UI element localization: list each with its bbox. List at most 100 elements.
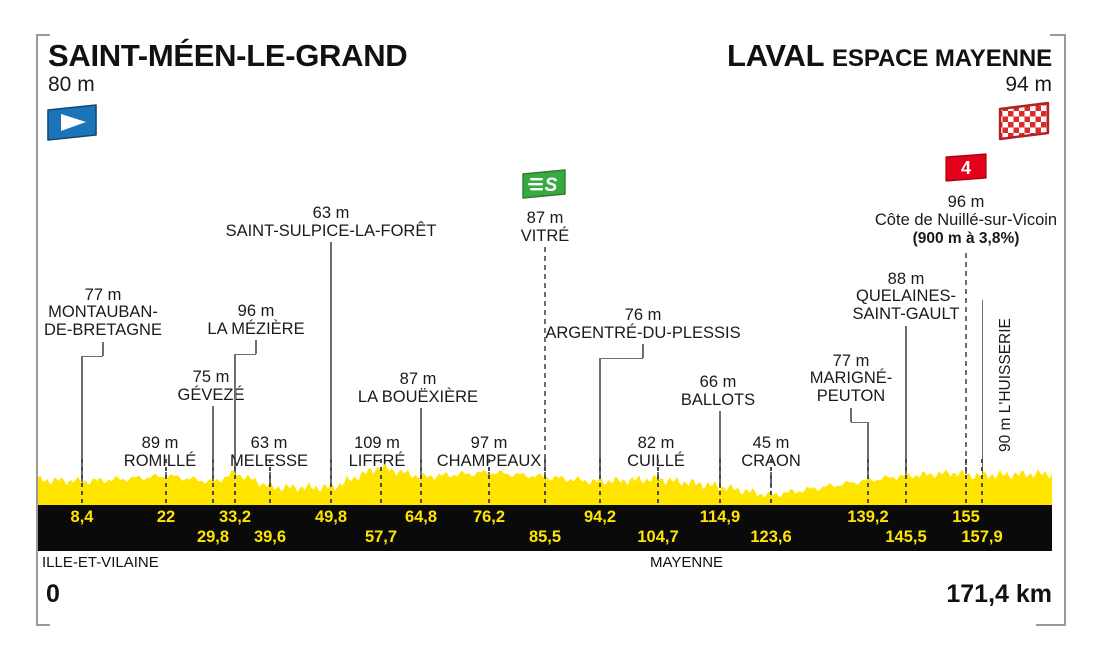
town-name: BALLOTS xyxy=(680,391,756,410)
town-name: MARIGNÉ-PEUTON xyxy=(809,369,893,405)
distance-tick-label: 33,2 xyxy=(218,508,252,526)
marker-spec: (900 m à 3,8%) xyxy=(912,229,1020,247)
town-leader-drop xyxy=(850,408,852,422)
distance-tick-mark xyxy=(420,459,422,505)
distance-tick-label: 64,8 xyxy=(404,508,438,526)
distance-tick-mark xyxy=(770,459,772,505)
marker-leader-line xyxy=(544,247,546,487)
town-leader-line xyxy=(867,422,869,479)
distance-tick-mark xyxy=(965,459,967,505)
town-leader-drop xyxy=(255,340,257,354)
town-leader-line xyxy=(330,242,332,479)
town-altitude: 77 m xyxy=(832,352,870,370)
town-leader-line xyxy=(719,411,721,479)
town-name: MONTAUBAN-DE-BRETAGNE xyxy=(44,303,162,339)
town-altitude: 63 m xyxy=(312,204,350,222)
frame-cap-bottom-left xyxy=(36,624,50,626)
distance-tick-label: 57,7 xyxy=(364,528,398,546)
distance-tick-label: 85,5 xyxy=(528,528,562,546)
town-leader-line xyxy=(81,356,83,479)
distance-tick-mark xyxy=(544,459,546,505)
distance-tick-mark xyxy=(488,459,490,505)
marker-altitude: 96 m xyxy=(947,193,985,211)
town-altitude: 82 m xyxy=(637,434,675,452)
department-label: MAYENNE xyxy=(650,554,724,571)
town-leader-jog xyxy=(851,422,868,424)
distance-tick-label: 29,8 xyxy=(196,528,230,546)
distance-tick-mark xyxy=(981,459,983,505)
town-label: 63 mMELESSE xyxy=(139,434,399,470)
start-flag-icon xyxy=(46,103,102,143)
frame-cap-bottom-right xyxy=(1036,624,1064,626)
frame-bracket-right xyxy=(1050,34,1066,626)
distance-tick-mark xyxy=(330,459,332,505)
town-name: GÉVEZÉ xyxy=(177,386,245,405)
town-altitude: 66 m xyxy=(699,373,737,391)
town-altitude: 45 m xyxy=(752,434,790,452)
distance-tick-label: 157,9 xyxy=(961,528,1003,546)
distance-tick-label: 114,9 xyxy=(699,508,741,526)
distance-tick-label: 8,4 xyxy=(70,508,94,526)
distance-tick-label: 123,6 xyxy=(750,528,792,546)
town-leader-line xyxy=(599,358,601,479)
town-name: ARGENTRÉ-DU-PLESSIS xyxy=(545,324,741,343)
distance-tick-mark xyxy=(905,459,907,505)
distance-tick-label: 22 xyxy=(156,508,176,526)
distance-tick-mark xyxy=(599,459,601,505)
svg-text:S: S xyxy=(545,175,558,196)
department-label: ILLE-ET-VILAINE xyxy=(42,554,159,571)
distance-tick-label: 94,2 xyxy=(583,508,617,526)
town-leader-line xyxy=(234,354,236,479)
town-leader-jog xyxy=(600,358,643,360)
finish-city-main: LAVAL xyxy=(727,38,824,73)
town-name: QUELAINES-SAINT-GAULT xyxy=(852,287,960,323)
green-sprint-flag-icon: S xyxy=(521,168,569,205)
town-name: CUILLÉ xyxy=(627,452,685,471)
town-altitude: 77 m xyxy=(84,286,122,304)
town-altitude: 88 m xyxy=(887,270,925,288)
town-altitude: 89 m xyxy=(141,434,179,452)
distance-tick-label: 39,6 xyxy=(253,528,287,546)
marker-altitude: 87 m xyxy=(526,209,564,227)
distance-tick-label: 76,2 xyxy=(472,508,506,526)
town-leader-line xyxy=(982,300,984,480)
town-altitude: 75 m xyxy=(192,368,230,386)
distance-tick-mark xyxy=(234,459,236,505)
marker-name: Côte de Nuillé-sur-Vicoin xyxy=(874,211,1058,230)
finish-altitude: 94 m xyxy=(1005,72,1052,96)
finish-city-name: LAVAL ESPACE MAYENNE xyxy=(727,40,1052,72)
town-altitude: 97 m xyxy=(470,434,508,452)
town-leader-line xyxy=(212,406,214,479)
town-name: SAINT-SULPICE-LA-FORÊT xyxy=(225,222,437,241)
town-altitude: 109 m xyxy=(354,434,400,452)
distance-tick-label: 155 xyxy=(952,508,980,526)
town-altitude: 63 m xyxy=(250,434,288,452)
town-leader-drop xyxy=(642,344,644,358)
town-name: ROMILLÉ xyxy=(123,452,197,471)
town-altitude: 87 m xyxy=(399,370,437,388)
town-name: MELESSE xyxy=(139,452,399,470)
start-city-name: SAINT-MÉEN-LE-GRAND xyxy=(48,38,408,73)
town-leader-line xyxy=(420,408,422,479)
distance-tick-mark xyxy=(212,459,214,505)
distance-tick-mark xyxy=(867,459,869,505)
distance-tick-label: 104,7 xyxy=(637,528,679,546)
finish-header: LAVAL ESPACE MAYENNE 94 m xyxy=(727,40,1052,97)
distance-tick-mark xyxy=(269,459,271,505)
category-4-climb-icon: 4 xyxy=(942,152,990,189)
marker-leader-line xyxy=(965,253,967,487)
town-label-vertical: 90 m L'HUISSERIE xyxy=(997,318,1014,452)
town-name: LA MÉZIÈRE xyxy=(207,320,305,339)
